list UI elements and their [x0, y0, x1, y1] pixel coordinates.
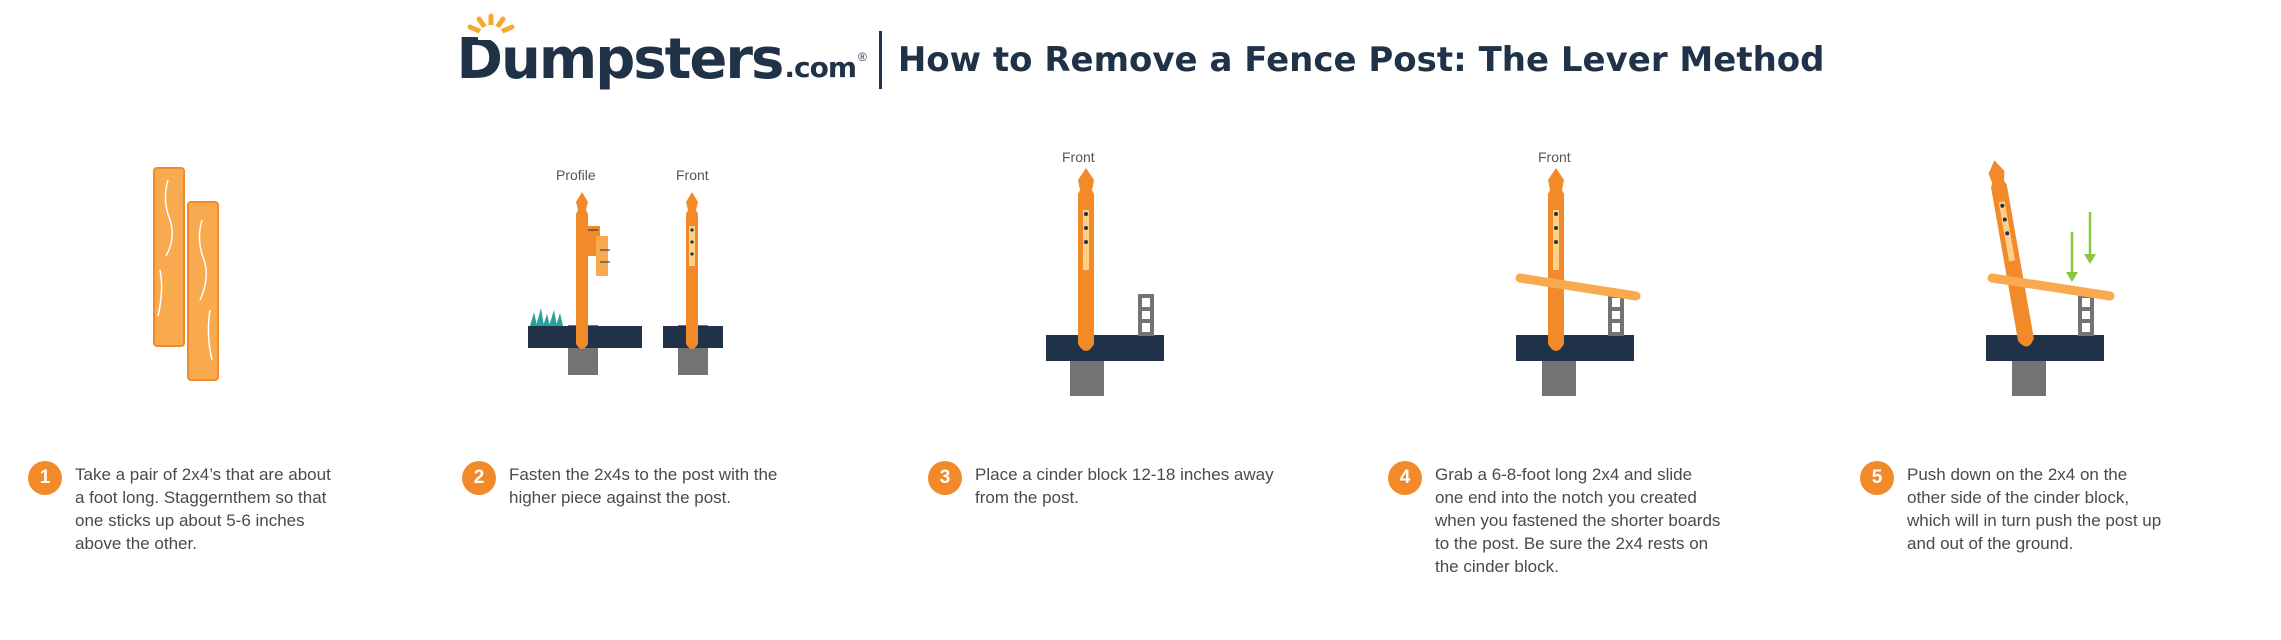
fence-post-step-5 [1988, 160, 2034, 347]
cinder-block [2078, 294, 2094, 336]
dumpsters-logo[interactable]: Dumpsters .com ® [456, 13, 867, 92]
logo-name: Dumpsters [456, 27, 785, 92]
step-text: Grab a 6-8-foot long 2x4 and slide one e… [1435, 465, 1721, 576]
page-title: How to Remove a Fence Post: The Lever Me… [897, 40, 1825, 80]
illustration-step-4: Front [1515, 150, 1641, 396]
cinder-block [1608, 294, 1624, 336]
step-1: 1 Take a pair of 2x4’s that are about a … [28, 461, 337, 555]
header: Dumpsters .com ® How to Remove a Fence P… [0, 13, 2281, 100]
step-number-badge: 1 [28, 461, 62, 495]
illustration-step-2: Profile Front [528, 167, 723, 375]
illustration-step-5 [1986, 160, 2115, 396]
fence-post-step-4 [1548, 168, 1564, 351]
step-number-badge: 2 [462, 461, 496, 495]
grass-icon [530, 308, 563, 326]
step-2: 2 Fasten the 2x4s to the post with the h… [462, 461, 809, 509]
step-number-badge: 3 [928, 461, 962, 495]
step-text: Take a pair of 2x4’s that are about a fo… [75, 465, 331, 553]
step-text: Fasten the 2x4s to the post with the hig… [509, 465, 778, 507]
lever-board [1987, 273, 2115, 301]
step-text: Place a cinder block 12-18 inches away f… [975, 465, 1274, 507]
lever-board [1515, 273, 1641, 301]
illustration-step-1 [153, 167, 219, 381]
board-back [153, 167, 185, 347]
step-text: Push down on the 2x4 on the other side o… [1907, 465, 2162, 553]
front-label-step-2: Front [676, 167, 709, 183]
step-5: 5 Push down on the 2x4 on the other side… [1860, 461, 2169, 555]
down-arrow-icon [2066, 212, 2096, 282]
step-number-badge: 4 [1388, 461, 1422, 495]
illustration-step-3: Front [1046, 150, 1164, 396]
logo-registered-mark: ® [858, 50, 867, 64]
front-label-step-3: Front [1062, 150, 1095, 165]
sun-logo-icon [467, 13, 515, 40]
step-number-badge: 5 [1860, 461, 1894, 495]
profile-label: Profile [556, 167, 596, 183]
fence-post-profile [528, 192, 642, 375]
logo-tld: .com [784, 51, 857, 84]
fence-post-step-3 [1078, 168, 1094, 351]
front-label-step-4: Front [1538, 150, 1571, 165]
fence-post-front-step-2 [663, 192, 723, 375]
cinder-block [1138, 294, 1154, 336]
header-divider [878, 31, 882, 89]
board-front [187, 201, 219, 381]
step-3: 3 Place a cinder block 12-18 inches away… [928, 461, 1275, 509]
step-4: 4 Grab a 6-8-foot long 2x4 and slide one… [1388, 461, 1721, 578]
ground [1046, 335, 1164, 361]
